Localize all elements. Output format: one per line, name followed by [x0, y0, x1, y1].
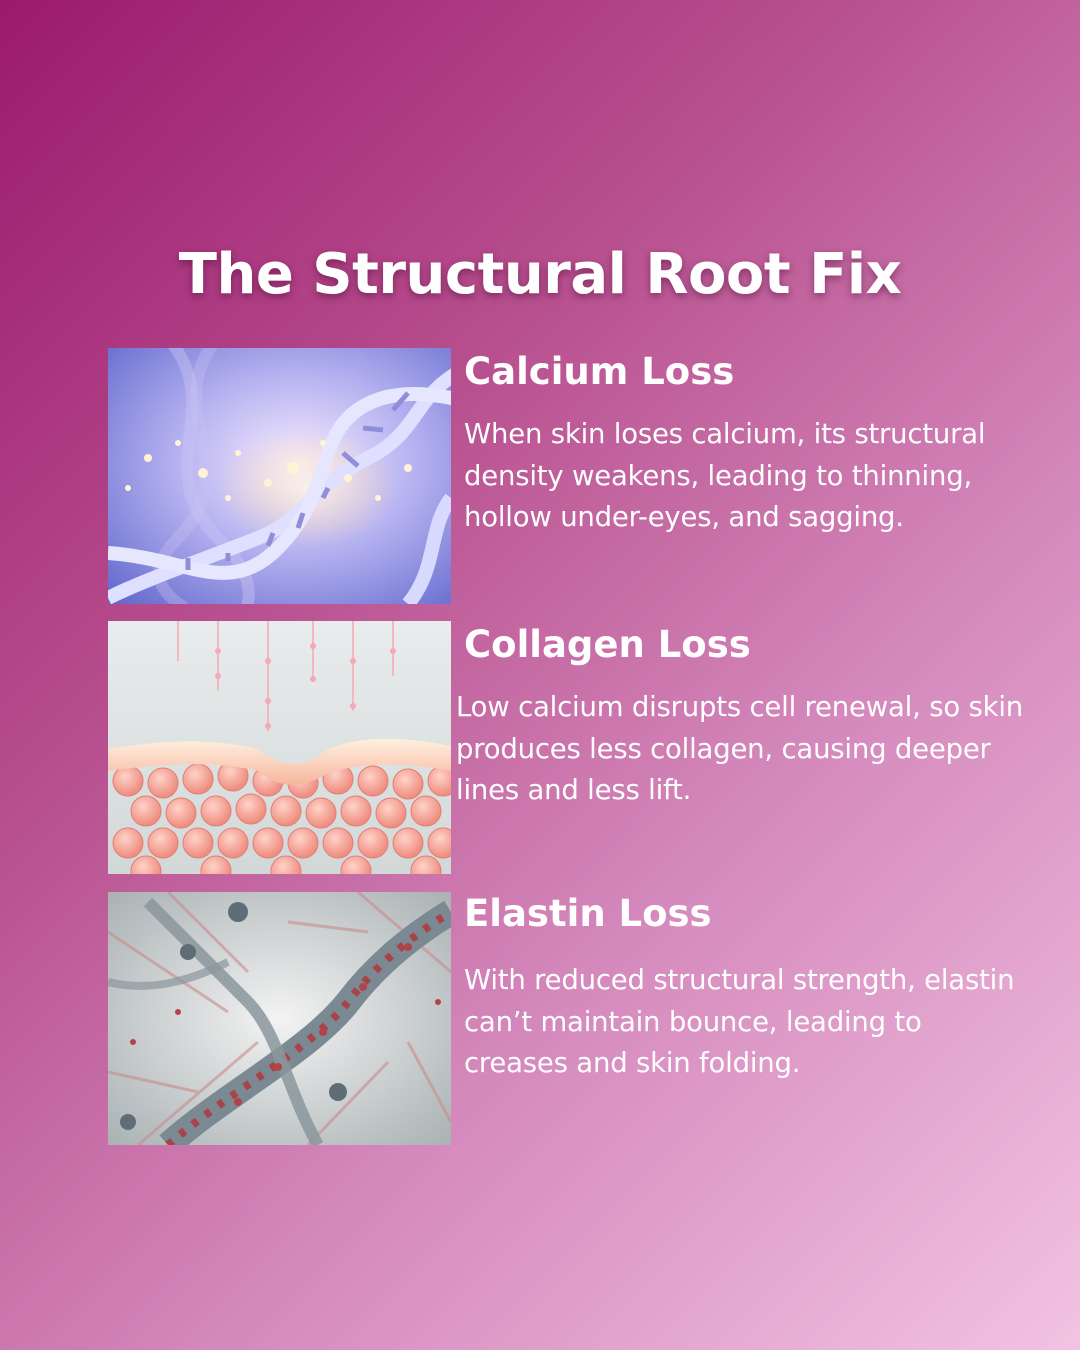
skin-cells-image	[108, 621, 451, 874]
section-collagen-loss: Collagen Loss Low calcium disrupts cell …	[108, 621, 1028, 874]
section-body: With reduced structural strength, elasti…	[464, 964, 1015, 1079]
section-body: When skin loses calcium, its structural …	[464, 418, 986, 533]
section-heading: Calcium Loss	[464, 350, 735, 393]
section-body: Low calcium disrupts cell renewal, so sk…	[456, 691, 1024, 806]
page-title: The Structural Root Fix	[178, 242, 902, 307]
dna-helix-image	[108, 348, 451, 604]
elastin-fibers-image	[108, 892, 451, 1145]
section-heading: Elastin Loss	[464, 892, 712, 935]
section-calcium-loss: Calcium Loss When skin loses calcium, it…	[108, 348, 1028, 604]
section-elastin-loss: Elastin Loss With reduced structural str…	[108, 892, 1028, 1145]
section-heading: Collagen Loss	[464, 623, 751, 666]
